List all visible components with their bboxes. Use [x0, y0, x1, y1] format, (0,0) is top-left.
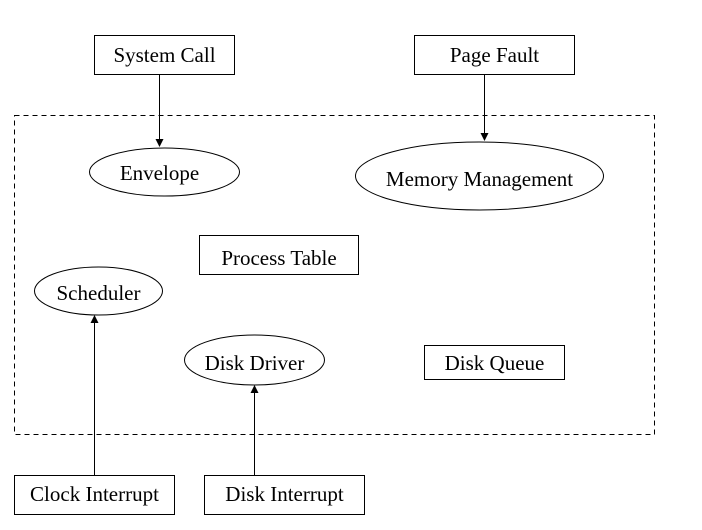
- system-call-box: [94, 35, 235, 75]
- envelope-ellipse: [89, 147, 240, 197]
- memory-management-ellipse: [355, 141, 604, 211]
- clock-interrupt-label: Clock Interrupt: [30, 482, 159, 506]
- page-fault-label: Page Fault: [450, 43, 539, 67]
- disk-queue-label: Disk Queue: [445, 351, 545, 375]
- memory-management-node: Memory Management: [355, 141, 604, 211]
- disk-queue-node: Disk Queue: [424, 345, 565, 380]
- process-table-box: [199, 235, 359, 275]
- clock-interrupt-box: [14, 475, 175, 515]
- scheduler-ellipse: [34, 266, 163, 316]
- system-call-label: System Call: [113, 43, 215, 67]
- process-table-label: Process Table: [221, 246, 336, 270]
- disk-interrupt-box: [204, 475, 365, 515]
- clock-interrupt-node: Clock Interrupt: [14, 475, 175, 515]
- disk-interrupt-label: Disk Interrupt: [225, 482, 344, 506]
- disk-driver-node: Disk Driver: [184, 334, 325, 386]
- scheduler-label: Scheduler: [57, 281, 141, 305]
- envelope-node: Envelope: [89, 147, 240, 197]
- disk-driver-label: Disk Driver: [205, 351, 305, 375]
- system-call-node: System Call: [94, 35, 235, 75]
- page-fault-box: [414, 35, 575, 75]
- disk-queue-box: [424, 345, 565, 380]
- memory-management-label: Memory Management: [386, 167, 573, 191]
- page-fault-node: Page Fault: [414, 35, 575, 75]
- scheduler-node: Scheduler: [34, 266, 163, 316]
- envelope-label: Envelope: [120, 161, 199, 185]
- kernel-boundary: [14, 115, 655, 435]
- process-table-node: Process Table: [199, 235, 359, 275]
- disk-interrupt-node: Disk Interrupt: [204, 475, 365, 515]
